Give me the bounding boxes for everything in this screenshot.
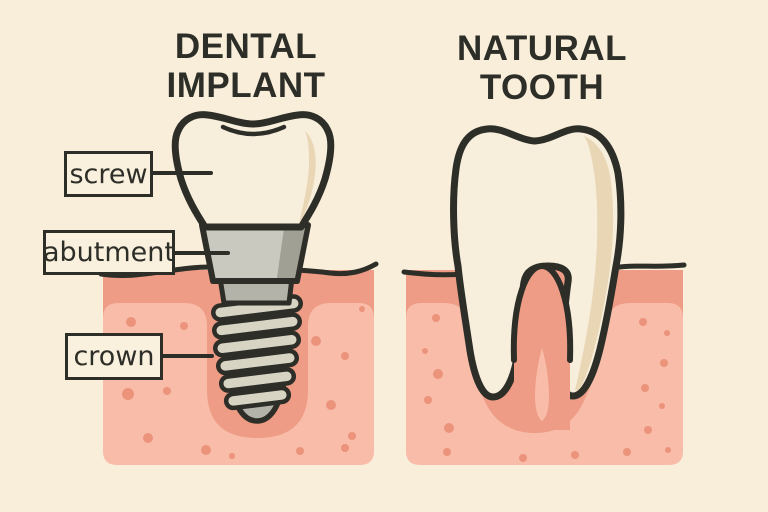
tooth-gum-line-right [610, 262, 687, 271]
implant-abutment-shade [277, 228, 305, 278]
implant-screw-threads [211, 294, 303, 411]
gum-dots [422, 314, 671, 462]
gum-corner-fillet [668, 303, 683, 318]
interdental-gum-papilla-outline [510, 263, 574, 363]
gum-corner-fillet [359, 303, 374, 318]
tooth-body [450, 125, 625, 401]
label-screw: screw [64, 151, 153, 197]
natural-tooth [450, 125, 625, 430]
label-crown: crown [65, 333, 163, 380]
tooth-shade [575, 136, 614, 391]
implant-crown-groove [220, 124, 287, 137]
dental-implant [171, 111, 335, 424]
gum-corner-fillet [103, 303, 118, 318]
implant-crown-cap [171, 111, 335, 231]
right-panel-title: NATURAL TOOTH [456, 29, 628, 107]
left-panel-title: DENTAL IMPLANT [166, 27, 326, 105]
gum-corner-fillet [406, 303, 421, 318]
label-connectors [151, 171, 230, 358]
implant-crown-shade [299, 131, 316, 224]
gum-dots [117, 306, 365, 459]
interdental-gum-highlight [535, 348, 549, 421]
tooth-gum-line-left [401, 269, 465, 278]
label-abutment: abutment [43, 230, 175, 275]
